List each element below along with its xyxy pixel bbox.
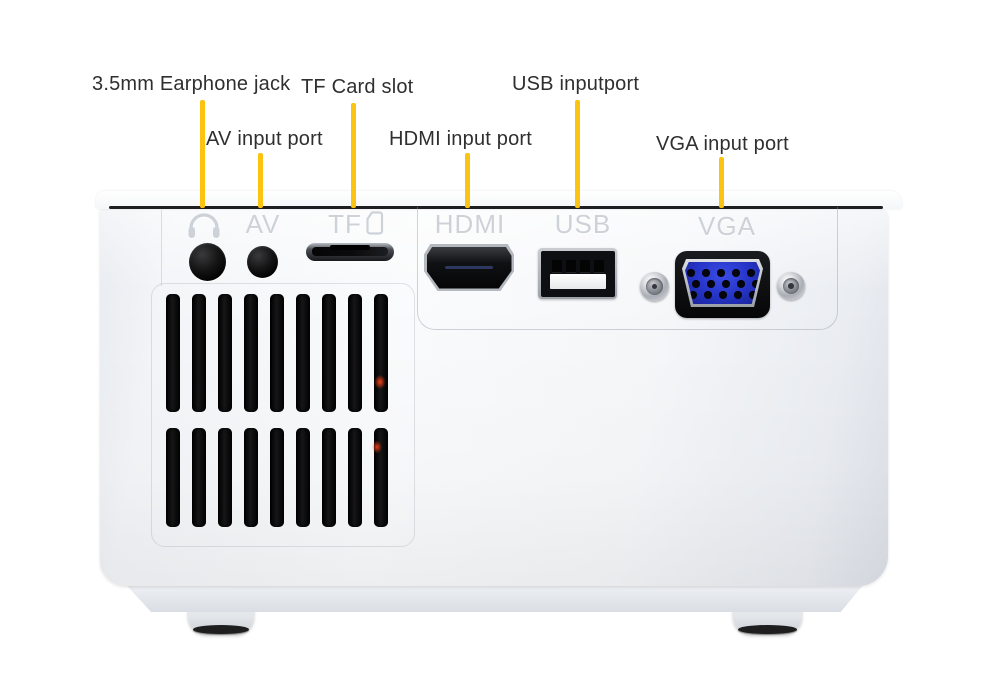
vent-slot <box>192 294 206 412</box>
foot-rubber-ring <box>192 625 250 634</box>
left-panel-seam <box>161 210 162 286</box>
vga-marking: VGA <box>698 211 756 241</box>
usb-marking: USB <box>554 209 612 239</box>
hdmi-inner-print <box>445 265 493 269</box>
tf-slot-opening <box>312 247 388 256</box>
vent-row-bottom <box>166 428 388 527</box>
usb-tongue <box>549 273 606 289</box>
sd-card-icon <box>366 211 384 240</box>
vga-pin-hole <box>721 279 730 288</box>
vga-pin-hole <box>746 268 755 277</box>
hdmi-port <box>424 244 514 291</box>
vga-pin-hole <box>688 290 697 299</box>
vga-pin-hole <box>686 268 695 277</box>
tf-card-edge <box>330 245 370 250</box>
callout-hdmi-input-port-label: HDMI input port <box>389 128 533 150</box>
vga-screw-post-left <box>640 272 669 301</box>
vent-slot <box>166 428 180 527</box>
projector-top-face <box>96 191 902 209</box>
leader-line-earphone <box>200 100 205 208</box>
usb-pin-block <box>551 259 604 273</box>
vent-slot <box>270 428 284 527</box>
callout-earphone-jack-label: 3.5mm Earphone jack <box>92 73 291 95</box>
usb-port-opening <box>540 250 615 297</box>
leader-line-tf <box>351 103 356 208</box>
leader-line-hdmi <box>465 153 470 208</box>
vga-pin-hole <box>703 290 712 299</box>
callout-tf-card-slot-label: TF Card slot <box>301 76 414 98</box>
vga-pin-hole <box>736 279 745 288</box>
vga-pin-row <box>685 268 758 277</box>
hdmi-port-opening <box>426 246 512 289</box>
vga-pin-hole <box>716 268 725 277</box>
vga-pin-hole <box>731 268 740 277</box>
vent-slot <box>192 428 206 527</box>
foot-rubber-ring <box>737 625 798 634</box>
red-indicator-glow <box>372 372 388 392</box>
leader-line-usb <box>575 100 580 208</box>
earphone-jack-port <box>189 243 226 281</box>
usb-pin <box>551 259 562 273</box>
vent-slot <box>270 294 284 412</box>
vent-slot <box>348 294 362 412</box>
vga-pin-hole <box>701 268 710 277</box>
usb-pin <box>593 259 604 273</box>
av-marking: AV <box>245 209 281 239</box>
vga-metal-rim <box>682 259 763 307</box>
vga-pin-hole <box>748 290 757 299</box>
vga-pin-hole <box>706 279 715 288</box>
hdmi-marking: HDMI <box>434 209 506 239</box>
callout-av-input-port-label: AV input port <box>206 128 323 150</box>
vent-slot <box>244 294 258 412</box>
callout-usb-input-port-label: USB inputport <box>512 73 640 95</box>
vga-pin-row <box>685 290 760 299</box>
usb-pin <box>565 259 576 273</box>
usb-pin <box>579 259 590 273</box>
tf-card-slot <box>306 243 394 261</box>
projector-top-edge-line <box>109 206 883 209</box>
vga-connector <box>685 262 760 304</box>
headphone-icon <box>186 212 222 245</box>
vga-port <box>675 251 770 318</box>
vga-pin-row <box>688 279 760 288</box>
vga-pin-hole <box>751 279 760 288</box>
vga-pin-hole <box>733 290 742 299</box>
callout-vga-input-port-label: VGA input port <box>656 133 789 155</box>
vent-slot <box>322 294 336 412</box>
vent-slot <box>348 428 362 527</box>
vent-slot <box>374 294 388 412</box>
vent-slot <box>218 294 232 412</box>
vent-slot <box>244 428 258 527</box>
leader-line-av <box>258 153 263 208</box>
vga-screw-post-right <box>777 272 805 300</box>
vents-panel-seam <box>151 283 415 547</box>
ports-panel-seam <box>417 207 838 330</box>
usb-port <box>538 248 617 299</box>
leader-line-vga <box>719 157 724 208</box>
av-jack-port <box>247 246 278 278</box>
vent-row-top <box>166 294 388 412</box>
vga-pin-hole <box>691 279 700 288</box>
red-indicator-glow <box>370 438 384 456</box>
vent-slot <box>166 294 180 412</box>
vent-slot <box>322 428 336 527</box>
tf-marking: TF <box>328 209 362 239</box>
vent-slot <box>218 428 232 527</box>
vent-slot <box>296 294 310 412</box>
vent-slot <box>296 428 310 527</box>
vga-pin-hole <box>718 290 727 299</box>
